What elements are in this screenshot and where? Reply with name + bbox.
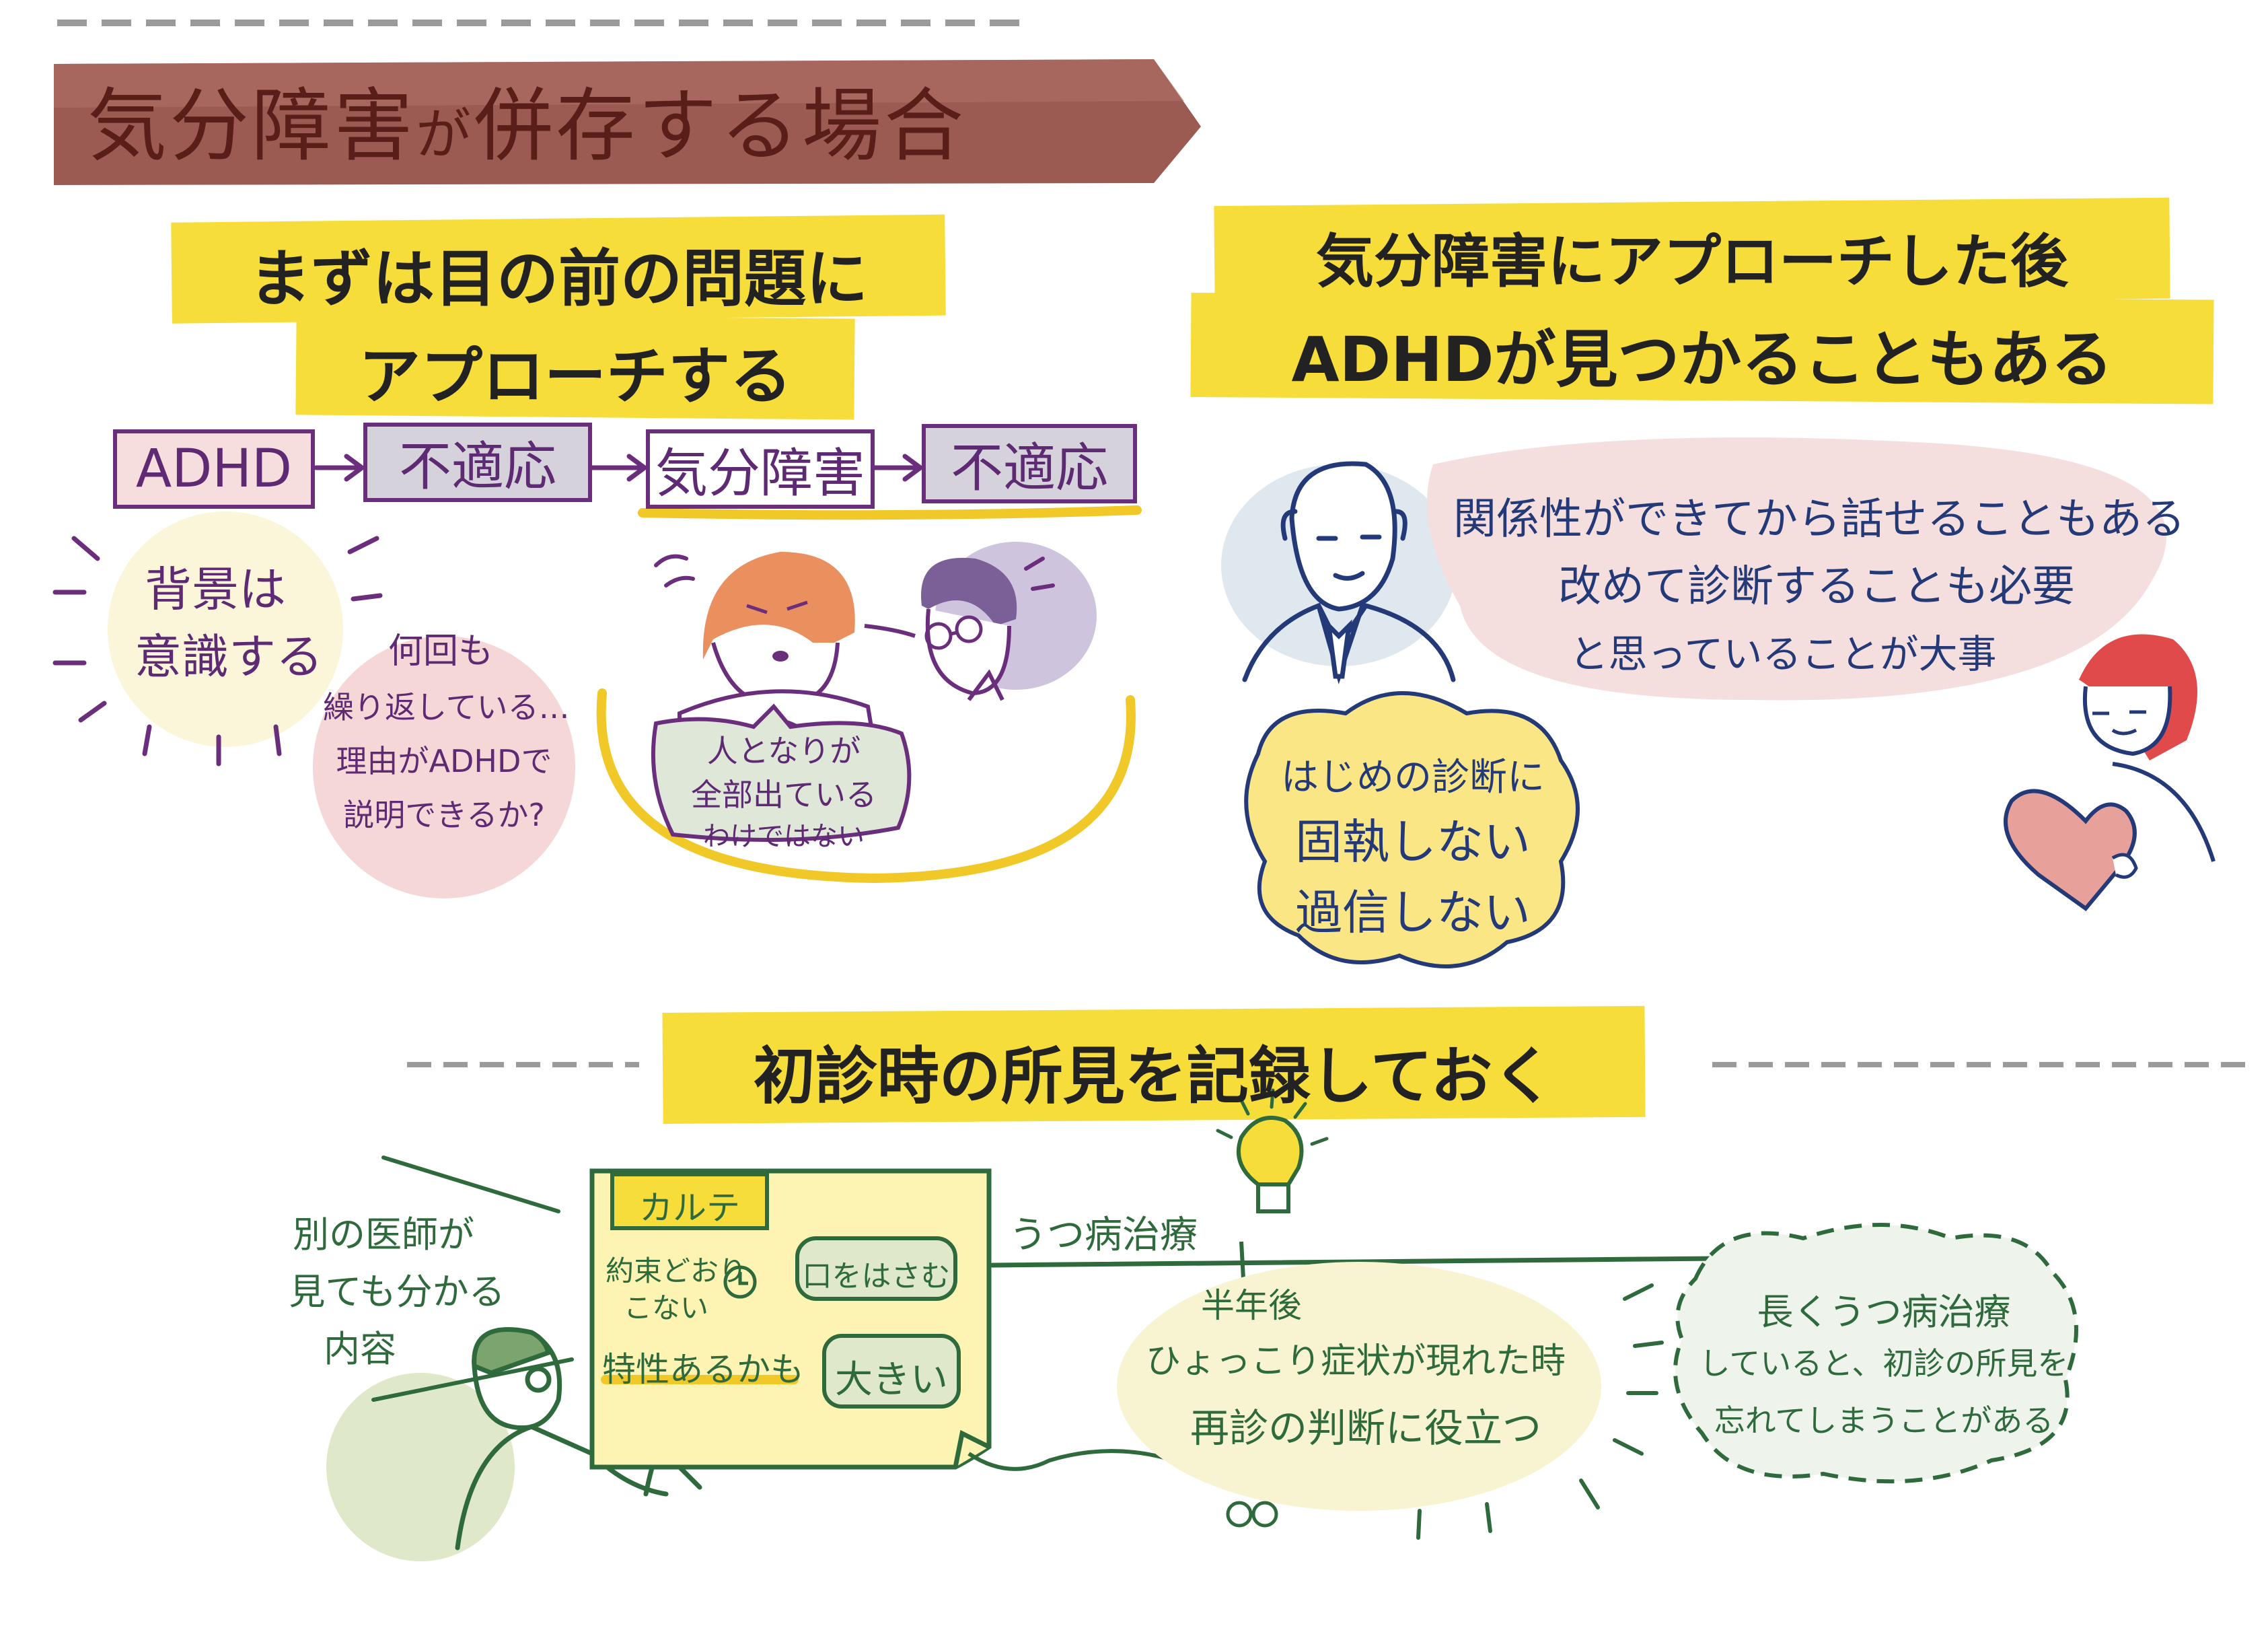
chart-item-appointment-2: こない [623,1291,708,1324]
cloud-note-line3: 過信しない [1295,885,1531,940]
background-note-line2: 意識する [135,629,323,684]
right-heading-highlight-1 [1214,197,2170,308]
cloud-note-line2: 固執しない [1295,814,1531,869]
chart-item-appointment-1: 約束どおり [605,1254,747,1287]
glasses-icon [924,615,983,650]
flow-box-maladjustment-2: 不適応 [922,424,1137,503]
relationship-note-line1: 関係性ができてから話せることもある [1453,495,2185,544]
lightbulb-icon [1216,1088,1329,1213]
heart-icon [2004,789,2137,912]
bottom-heading-highlight [662,1005,1646,1124]
long-treatment-note-line1: 長くうつ病治療 [1757,1291,2011,1333]
patient-figure [2004,634,2216,912]
repeat-note-line3: 理由がADHDで [336,743,552,779]
people-oval [596,688,1136,884]
timeline-return-line [967,1449,1185,1471]
other-doctor-note-line3: 内容 [324,1328,396,1370]
chart-title: カルテ [639,1188,740,1228]
right-heading-line1: 気分障害にアプローチした後 [1316,228,2068,295]
relationship-note-line2: 改めて診断することも必要 [1558,562,2075,612]
anxiety-marks [654,554,1055,591]
right-heading-highlight-2 [1190,292,2214,404]
bubble-note-line3: わけではない [703,821,865,852]
chart-title-tag [610,1172,769,1230]
bubble-note-shape [651,703,912,842]
half-year-note-line3: 再診の判断に役立つ [1190,1405,1541,1451]
flow-box-maladjustment-1: 不適応 [363,423,592,502]
doctor-figure [1242,461,1456,684]
background-note-rays [52,536,383,767]
relationship-note-line3: と思っていることが大事 [1569,631,1997,677]
timeline-label: うつ病治療 [1009,1213,1198,1257]
long-treatment-note-line2: していると、初診の所見を [1699,1345,2069,1382]
chart-item-loud: 大きい [835,1358,948,1402]
perspective-lines [371,1155,574,1402]
title-part-b: 併存する場合 [474,79,967,172]
left-heading-highlight-2 [295,314,855,420]
chart-item-traits: 特性あるかも [602,1350,804,1389]
man-figure [864,557,1017,701]
page-title: 気分障害が併存する場合 [87,62,966,190]
interrupts-tag [795,1236,957,1301]
cloud-note-shape [1244,691,1580,968]
flow-box-mood-disorder: 気分障害 [646,429,875,509]
chart-item-interrupts: 口をはさむ [802,1259,951,1293]
half-year-note-line2: ひょっこり症状が現れた時 [1145,1341,1566,1382]
left-heading-line2: アプローチする [358,341,792,413]
repeat-note-line1: 何回も [388,631,493,672]
bottom-heading: 初診時の所見を記録しておく [753,1040,1555,1112]
other-doctor-note-line2: 見ても分かる [289,1271,505,1313]
title-part-a: 気分障害 [87,79,416,172]
other-doctor-wash [326,1373,515,1561]
background-note-line1: 背景は [145,562,286,617]
repeat-note-wash [313,636,575,898]
clock-icon [723,1265,757,1299]
half-year-rays [1416,1283,1664,1540]
long-treatment-note-line3: 忘れてしまうことがある [1714,1402,2054,1439]
bubble-note-line1: 人となりが [706,733,861,769]
title-connector: が [416,103,474,167]
title-band-shade [54,59,1184,108]
repeat-note-line4: 説明できるか? [343,797,545,833]
flow-underline [638,505,1142,520]
arrow-icon [314,454,924,482]
cloud-note-line1: はじめの診断に [1281,756,1545,799]
left-heading-line1: まずは目の前の問題に [248,243,868,315]
half-year-note-line1: 半年後 [1201,1286,1302,1325]
eyes-icon [1226,1501,1278,1528]
repeat-note-line2: 繰り返している… [323,689,570,725]
loud-tag [822,1334,961,1409]
timeline-tick [1239,1241,1245,1279]
left-heading-highlight-1 [171,214,946,324]
right-heading-line2: ADHDが見つかることもある [1291,324,2113,396]
chart-card-fold [953,1429,990,1468]
flow-box-adhd: ADHD [113,429,315,509]
background-note-wash [108,511,343,747]
half-year-note-wash [1117,1262,1601,1511]
long-treatment-cloud [1673,1223,2078,1484]
bubble-note-line2: 全部出ている [691,777,877,813]
other-doctor-note-line1: 別の医師が [293,1213,474,1256]
relationship-note-wash [1427,437,2166,701]
